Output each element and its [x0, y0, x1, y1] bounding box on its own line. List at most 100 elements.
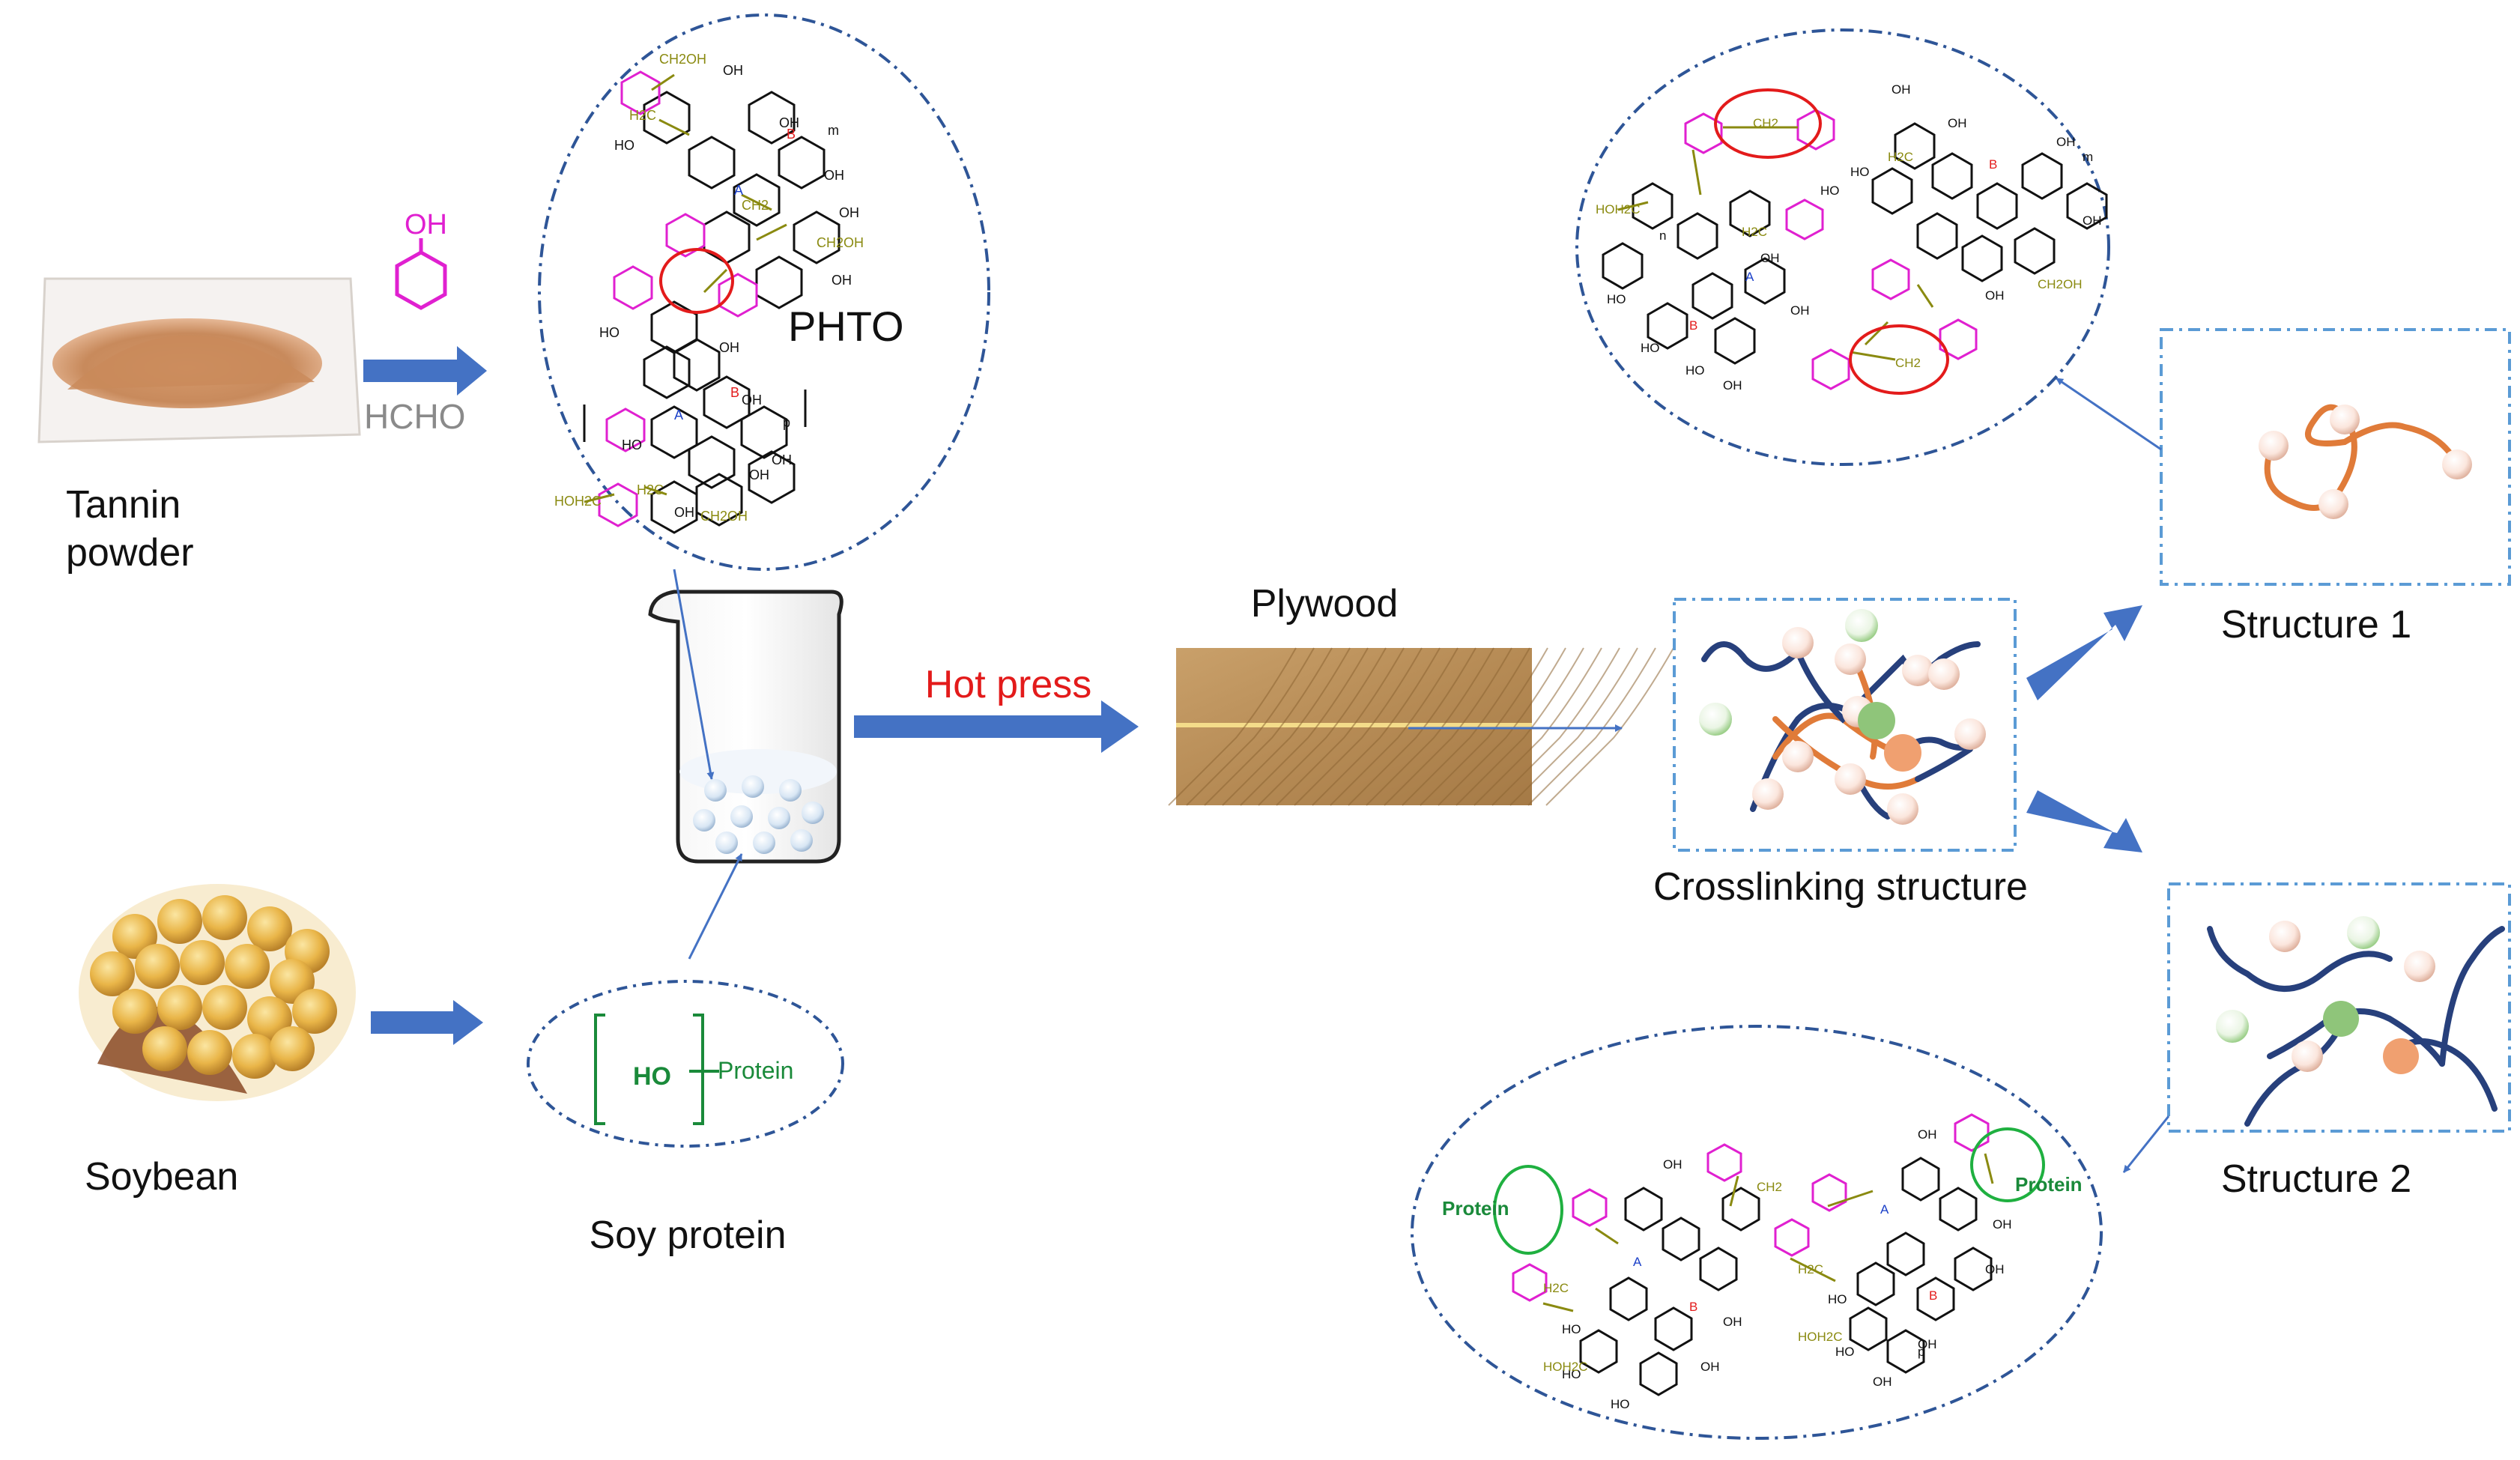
grain-line [1348, 647, 1476, 806]
adhesive-particle [753, 832, 775, 854]
adhesive-particle [704, 779, 727, 802]
adhesive-particle [802, 802, 824, 824]
white-node [1782, 627, 1814, 658]
chem-group-label: OH [749, 467, 769, 482]
white-node [2330, 405, 2360, 434]
white-node [1782, 741, 1814, 772]
adhesive-particles [693, 775, 824, 854]
protein-label-right: Protein [2015, 1173, 2083, 1196]
chem-group-label: OH [1948, 116, 1967, 130]
chem-group-label: H2C [1543, 1281, 1569, 1295]
chem-group-label: OH [1760, 251, 1780, 265]
structure-1-chemical-bonds [1602, 122, 2108, 365]
adhesive-particle [715, 832, 738, 854]
green-white-node [2347, 916, 2380, 949]
soybean-grain [135, 944, 180, 989]
chem-group-label: CH2 [1753, 116, 1778, 130]
grain-line [1168, 647, 1297, 806]
chem-group-label: OH [719, 340, 739, 355]
structure-2-label: Structure 2 [2220, 1157, 2412, 1201]
chem-group-label: H2C [1742, 225, 1767, 239]
structure-2-phenol-rings [1512, 1113, 1990, 1302]
grain-line [1456, 647, 1584, 806]
structure-1-box [2160, 328, 2511, 586]
structure-1-phenol-rings [1684, 109, 1978, 390]
soybean-grain [292, 989, 337, 1034]
structure-2-highlight-left [1493, 1165, 1563, 1255]
soy-protein-label: Soy protein [589, 1214, 787, 1257]
adhesive-particle [779, 779, 802, 802]
chem-group-label: HO [1828, 1292, 1847, 1306]
chem-group-label: m [828, 123, 839, 138]
arrow-hot-press [854, 700, 1139, 753]
chem-group-label: HO [622, 437, 642, 452]
ho-group-label: HO [633, 1062, 671, 1091]
chem-group-label: OH [1918, 1337, 1937, 1351]
chem-group-label: OH [1700, 1360, 1720, 1374]
structure-1-chemistry-ellipse [1575, 28, 2110, 466]
chem-group-label: OH [674, 505, 694, 520]
grain-line [1402, 647, 1530, 806]
orange-node [1884, 734, 1921, 772]
protein-group-label: Protein [718, 1057, 793, 1084]
chem-group-label: B [1929, 1288, 1937, 1303]
soybean-label: Soybean [85, 1155, 239, 1199]
chem-group-label: B [787, 127, 796, 142]
chem-group-label: n [1659, 228, 1666, 243]
chem-group-label: HO [1835, 1345, 1855, 1359]
white-node [1902, 655, 1933, 686]
chem-group-label: OH [2056, 135, 2076, 149]
soybean-grain [270, 1026, 315, 1071]
chem-group-label: OH [1873, 1375, 1892, 1389]
grain-line [1204, 647, 1333, 806]
phto-label: PHTO [788, 303, 904, 350]
phenol-oh-label: OH [405, 209, 447, 240]
chem-group-label: CH2 [1757, 1180, 1782, 1194]
chem-group-label: HO [1607, 292, 1626, 306]
phto-chemical-structure [583, 91, 840, 534]
adhesive-particle [790, 829, 813, 852]
arrow-protein-to-beaker [688, 853, 743, 960]
chem-group-label: A [734, 183, 743, 198]
adhesive-particle [730, 805, 753, 828]
phto-highlight-circle [659, 248, 734, 314]
soybean-grain [157, 899, 202, 944]
white-node [1887, 793, 1918, 825]
soybean-grain [157, 985, 202, 1030]
chem-group-label: m [2083, 150, 2093, 164]
soybean-grain [202, 895, 247, 940]
white-node [2318, 489, 2348, 519]
chem-group-label: B [1689, 1300, 1697, 1314]
chem-group-label: OH [779, 115, 799, 130]
chem-group-label: OH [1985, 1262, 2005, 1276]
protein-bracket-left [594, 1014, 605, 1125]
arrow-phto-to-beaker [673, 569, 715, 780]
chem-group-label: A [674, 408, 683, 422]
soybean-grain [202, 985, 247, 1030]
grain-line [1473, 647, 1602, 806]
structure-1-methylene-links [1617, 126, 1934, 361]
structure-2-box [2167, 882, 2511, 1133]
chem-group-label: OH [1918, 1127, 1937, 1142]
structure-2-nodes [2216, 916, 2435, 1074]
chem-group-label: HO [1641, 341, 1660, 355]
chem-group-label: OH [832, 273, 852, 288]
structure-1-label: Structure 1 [2220, 603, 2412, 646]
tannin-powder-image [37, 277, 361, 443]
white-node [2404, 951, 2435, 982]
grain-line [1222, 647, 1351, 806]
chem-group-label: OH [1723, 378, 1742, 393]
soybean-grain [247, 906, 292, 951]
chem-group-label: CH2OH [2038, 277, 2083, 291]
white-node [1835, 763, 1866, 795]
chem-group-label: OH [772, 452, 792, 467]
chem-group-label: OH [1663, 1157, 1682, 1172]
chem-group-label: H2C [629, 108, 656, 123]
white-node [2292, 1041, 2323, 1072]
white-node [1835, 643, 1866, 675]
chem-group-label: HO [1820, 184, 1840, 198]
crosslinking-box [1673, 598, 2017, 852]
chem-group-label: HO [1685, 363, 1705, 378]
chem-group-label: CH2 [1895, 356, 1921, 370]
chem-group-label: B [1989, 157, 1997, 172]
